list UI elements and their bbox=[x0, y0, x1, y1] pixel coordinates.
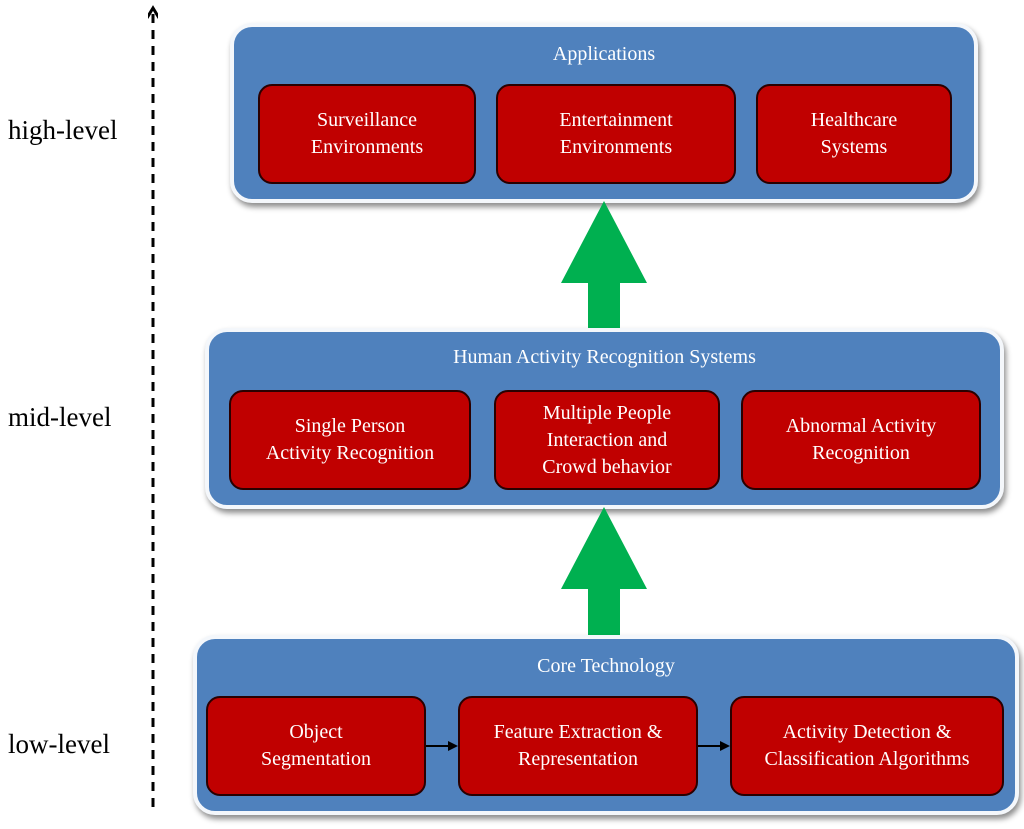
box-label-line: Single Person bbox=[294, 415, 406, 437]
object-segmentation-box: Object Segmentation bbox=[206, 696, 426, 796]
healthcare-systems-box: Healthcare Systems bbox=[756, 84, 952, 184]
axis-arrowhead-icon bbox=[148, 5, 158, 19]
har-systems-title: Human Activity Recognition Systems bbox=[453, 346, 756, 368]
box-label-line: Entertainment bbox=[559, 109, 673, 131]
mid-level-label: mid-level bbox=[8, 402, 112, 432]
box-label-line: Interaction and bbox=[546, 428, 668, 451]
core-technology-panel: Core Technology Object Segmentation Feat… bbox=[193, 635, 1019, 815]
box-label-line: Systems bbox=[820, 136, 888, 158]
box-label-line: Recognition bbox=[812, 442, 910, 464]
applications-title: Applications bbox=[552, 43, 656, 65]
box-label-line: Activity Detection & bbox=[782, 721, 952, 743]
level-axis bbox=[148, 5, 158, 812]
box-label-line: Environments bbox=[559, 136, 673, 158]
box-label-line: Crowd behavior bbox=[542, 455, 672, 478]
multiple-people-box: Multiple People Interaction and Crowd be… bbox=[494, 390, 720, 490]
feature-extraction-box: Feature Extraction & Representation bbox=[458, 696, 698, 796]
box-label-line: Abnormal Activity bbox=[785, 415, 937, 437]
applications-panel: Applications Surveillance Environments E… bbox=[230, 23, 978, 203]
flow-arrow-icon bbox=[698, 741, 730, 751]
box-label-line: Multiple People bbox=[542, 401, 672, 424]
up-arrow-icon bbox=[561, 201, 647, 329]
box-label-line: Object bbox=[289, 721, 343, 743]
box-label-line: Healthcare bbox=[810, 109, 898, 131]
single-person-box: Single Person Activity Recognition bbox=[229, 390, 471, 490]
box-label-line: Environments bbox=[310, 136, 424, 158]
up-arrow-icon bbox=[561, 507, 647, 635]
activity-detection-box: Activity Detection & Classification Algo… bbox=[730, 696, 1004, 796]
core-technology-title: Core Technology bbox=[537, 655, 675, 677]
box-label-line: Representation bbox=[518, 748, 638, 770]
high-level-label: high-level bbox=[8, 115, 118, 145]
box-label-line: Activity Recognition bbox=[265, 442, 435, 464]
entertainment-environments-box: Entertainment Environments bbox=[496, 84, 736, 184]
har-systems-panel: Human Activity Recognition Systems Singl… bbox=[205, 328, 1004, 509]
box-label-line: Segmentation bbox=[261, 748, 371, 770]
flow-arrow-icon bbox=[426, 741, 458, 751]
surveillance-environments-box: Surveillance Environments bbox=[258, 84, 476, 184]
box-label-line: Classification Algorithms bbox=[764, 748, 970, 770]
box-label-line: Surveillance bbox=[317, 109, 417, 131]
abnormal-activity-box: Abnormal Activity Recognition bbox=[741, 390, 981, 490]
box-label-line: Feature Extraction & bbox=[493, 721, 663, 743]
low-level-label: low-level bbox=[8, 729, 110, 759]
